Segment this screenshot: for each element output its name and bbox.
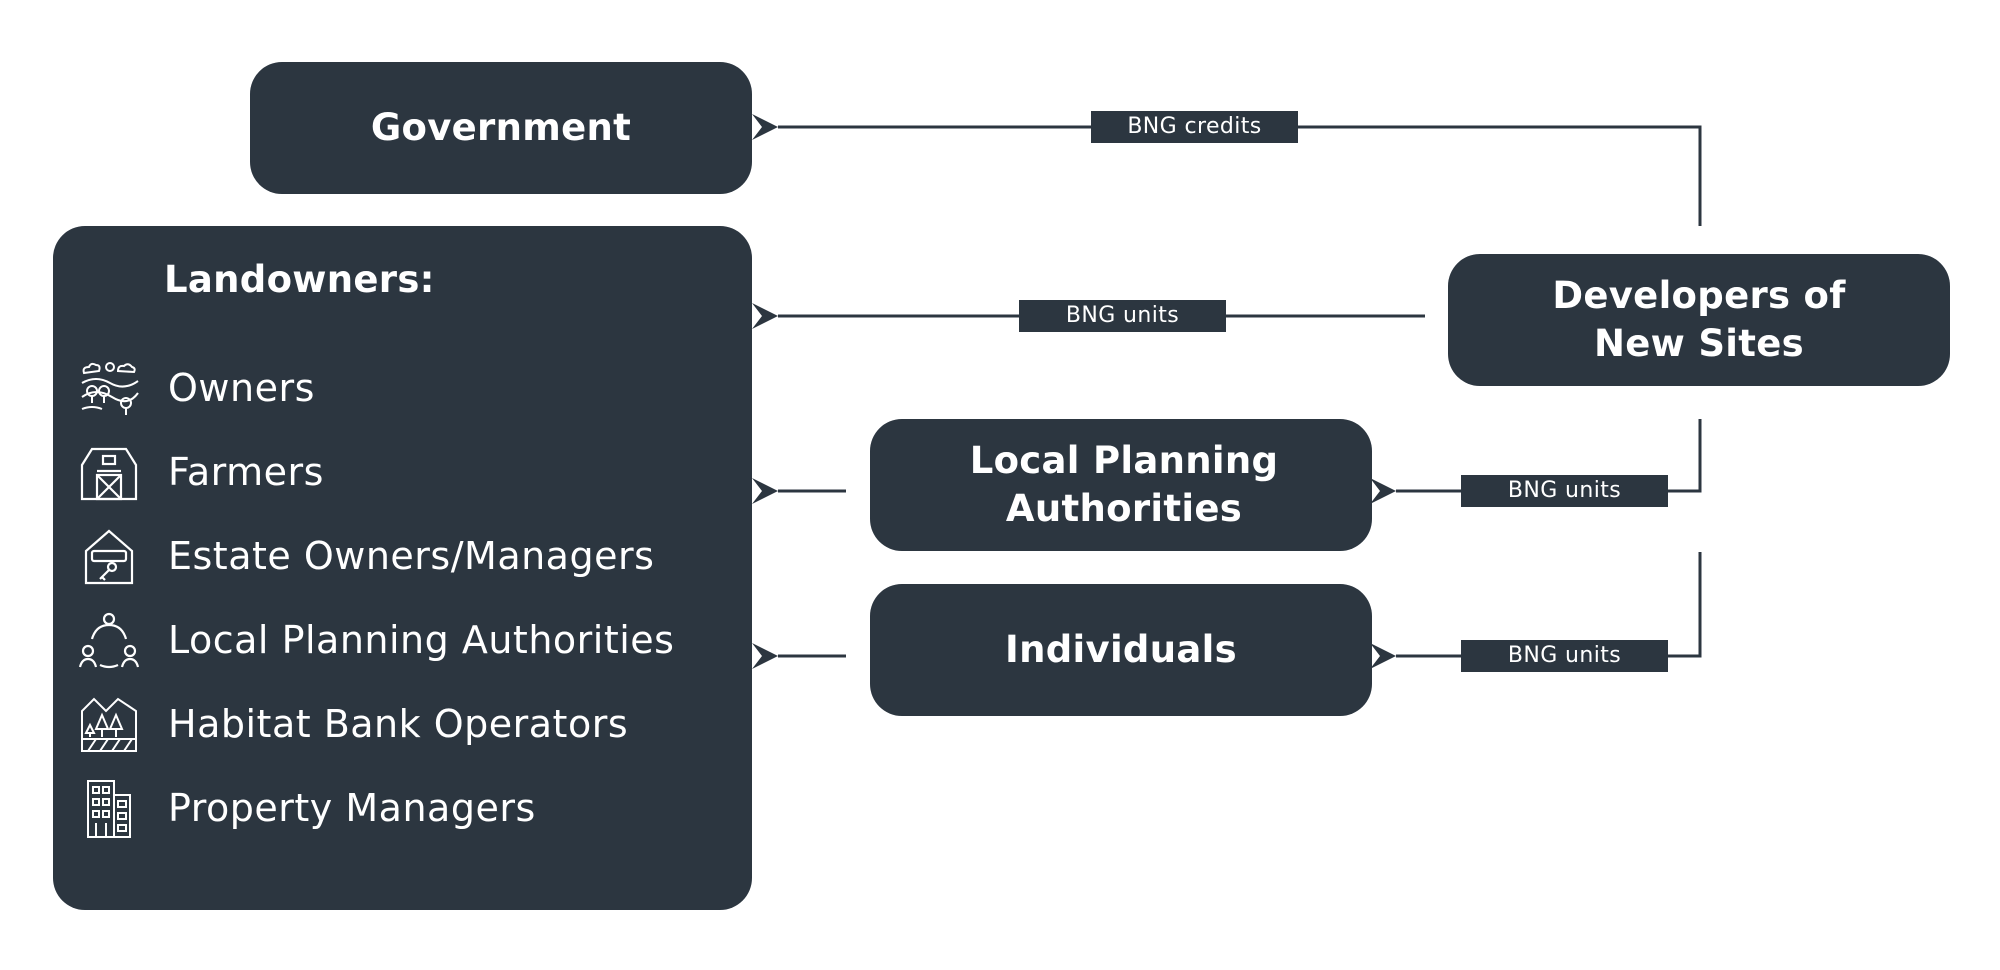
landowners-box xyxy=(53,226,752,910)
landowners-title: Landowners: xyxy=(164,258,435,301)
landowner-item-property: Property Managers xyxy=(78,778,536,838)
government-box: Government xyxy=(250,62,752,194)
landowner-label-property: Property Managers xyxy=(168,786,536,830)
landscape-icon xyxy=(78,357,140,419)
bng-units-landowners-label: BNG units xyxy=(1019,300,1226,332)
habitat-icon xyxy=(78,693,140,755)
landowner-item-lpa: Local Planning Authorities xyxy=(78,610,674,670)
landowner-label-habitat: Habitat Bank Operators xyxy=(168,702,629,746)
community-icon xyxy=(78,609,140,671)
building-icon xyxy=(78,777,140,839)
bng-units-individuals-label: BNG units xyxy=(1461,640,1668,672)
landowner-item-owners: Owners xyxy=(78,358,315,418)
landowner-label-farmers: Farmers xyxy=(168,450,324,494)
government-title: Government xyxy=(370,106,632,149)
landowner-item-estate: Estate Owners/Managers xyxy=(78,526,654,586)
landowner-item-farmers: Farmers xyxy=(78,442,324,502)
bng-credits-label: BNG credits xyxy=(1091,111,1298,143)
barn-icon xyxy=(78,441,140,503)
credits-arrow-line xyxy=(752,114,1702,226)
local-planning-box: Local Planning Authorities xyxy=(870,419,1372,551)
developers-title: Developers of New Sites xyxy=(1552,274,1846,365)
developers-box: Developers of New Sites xyxy=(1448,254,1950,386)
landowner-label-owners: Owners xyxy=(168,366,315,410)
bng-units-lpa-label: BNG units xyxy=(1461,475,1668,507)
individuals-box: Individuals xyxy=(870,584,1372,716)
individuals-title: Individuals xyxy=(1005,628,1237,671)
landowner-label-estate: Estate Owners/Managers xyxy=(168,534,655,578)
local-planning-title: Local Planning Authorities xyxy=(969,439,1279,530)
house-key-icon xyxy=(78,525,140,587)
landowner-item-habitat: Habitat Bank Operators xyxy=(78,694,628,754)
landowner-label-lpa: Local Planning Authorities xyxy=(168,618,675,662)
